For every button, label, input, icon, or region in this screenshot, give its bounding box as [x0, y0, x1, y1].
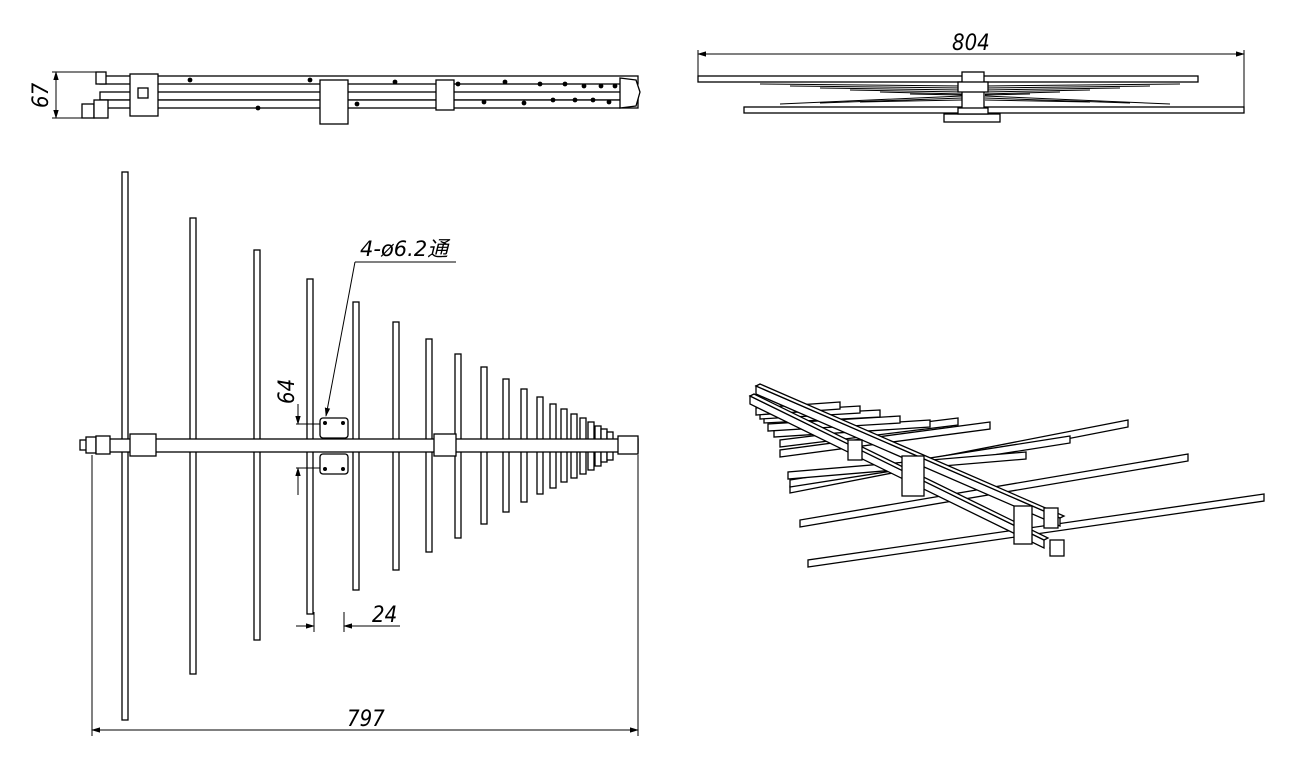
side-view: 67 — [29, 71, 641, 125]
iso-dipole-element — [807, 493, 1265, 568]
overall-length-dimension: 797 — [347, 707, 385, 732]
front-view: 4-ø6.2通 64 24 797 — [79, 171, 639, 736]
isometric-view — [748, 383, 1265, 568]
top-length-dimension: 804 — [952, 31, 990, 56]
top-view: 804 — [697, 31, 1245, 123]
element-spacing-dimension: 24 — [372, 603, 397, 628]
hole-note: 4-ø6.2通 — [360, 237, 451, 261]
bracket-spacing-dimension: 64 — [275, 379, 300, 404]
element-holes — [187, 77, 618, 111]
side-height-dimension: 67 — [29, 82, 54, 108]
